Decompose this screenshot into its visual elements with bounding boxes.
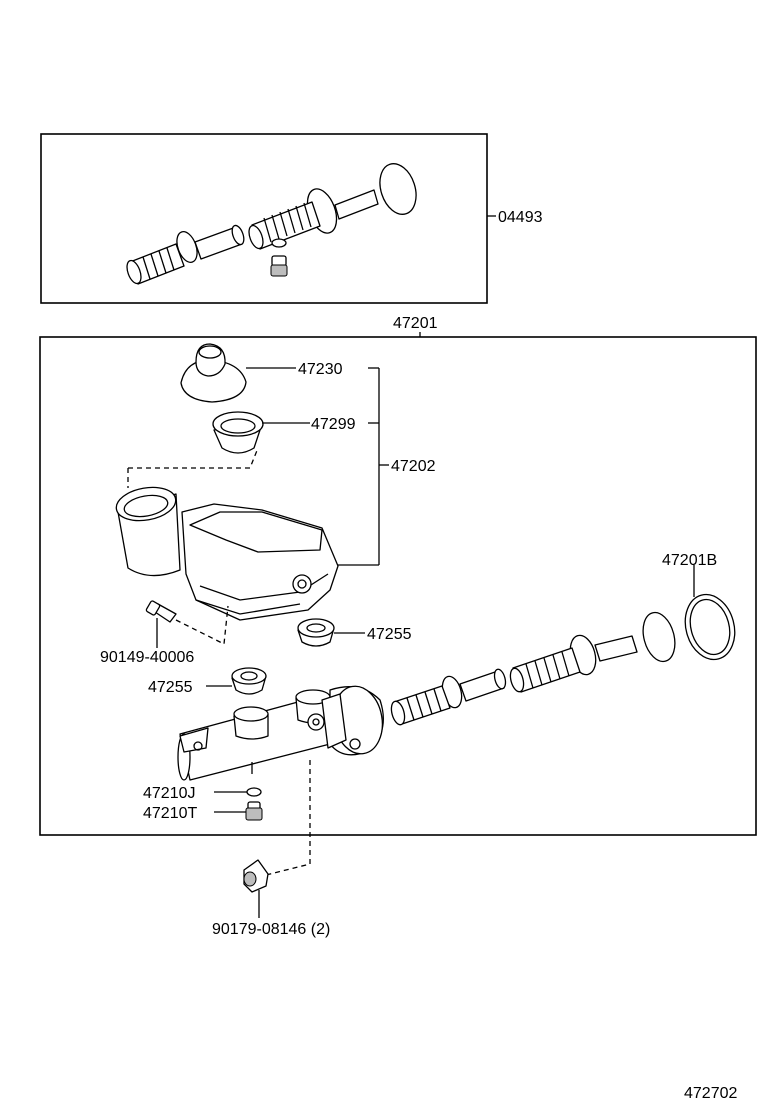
- grommet-upper: [297, 618, 335, 647]
- bolt-part-label: 90149-40006: [100, 649, 194, 666]
- reservoir-part-label: 47202: [391, 458, 436, 475]
- reservoir-tank: [115, 486, 339, 621]
- washer: [246, 787, 262, 797]
- grommet-lower: [231, 667, 267, 695]
- figure-number: 472702: [684, 1085, 737, 1102]
- primary-piston: [390, 668, 507, 726]
- washer-part-label: 47210J: [143, 785, 196, 802]
- kit-part-label: 04493: [498, 209, 543, 226]
- plug: [245, 801, 263, 821]
- strainer-part-label: 47299: [311, 416, 356, 433]
- mounting-nut: [243, 859, 269, 893]
- kit-secondary-piston: [248, 188, 379, 250]
- reservoir-group-bracket: [330, 367, 389, 566]
- strainer-alignment-line: [128, 447, 259, 469]
- grommet-upper-part-label: 47255: [367, 626, 412, 643]
- kit-washer: [271, 238, 287, 248]
- grommet-lower-part-label: 47255: [148, 679, 193, 696]
- kit-primary-piston: [126, 224, 245, 285]
- assembly-box: [39, 336, 757, 836]
- repair-kit-group: 04493: [40, 133, 543, 304]
- reservoir-boot: [180, 343, 247, 403]
- mounting-bolt: [145, 600, 177, 623]
- master-cylinder-body: [177, 685, 384, 781]
- assembly-part-label: 47201: [393, 315, 438, 332]
- plug-part-label: 47210T: [143, 805, 197, 822]
- reservoir-strainer: [212, 411, 264, 454]
- kit-plug: [270, 255, 288, 277]
- oring-large: [684, 593, 736, 661]
- seal-ring: [642, 611, 676, 663]
- kit-oring: [379, 163, 417, 215]
- oring-part-label: 47201B: [662, 552, 717, 569]
- nut-part-label: 90179-08146 (2): [212, 921, 330, 938]
- boot-part-label: 47230: [298, 361, 343, 378]
- repair-kit-box: [40, 133, 488, 304]
- secondary-piston: [509, 634, 638, 693]
- nut-alignment-line: [261, 760, 311, 877]
